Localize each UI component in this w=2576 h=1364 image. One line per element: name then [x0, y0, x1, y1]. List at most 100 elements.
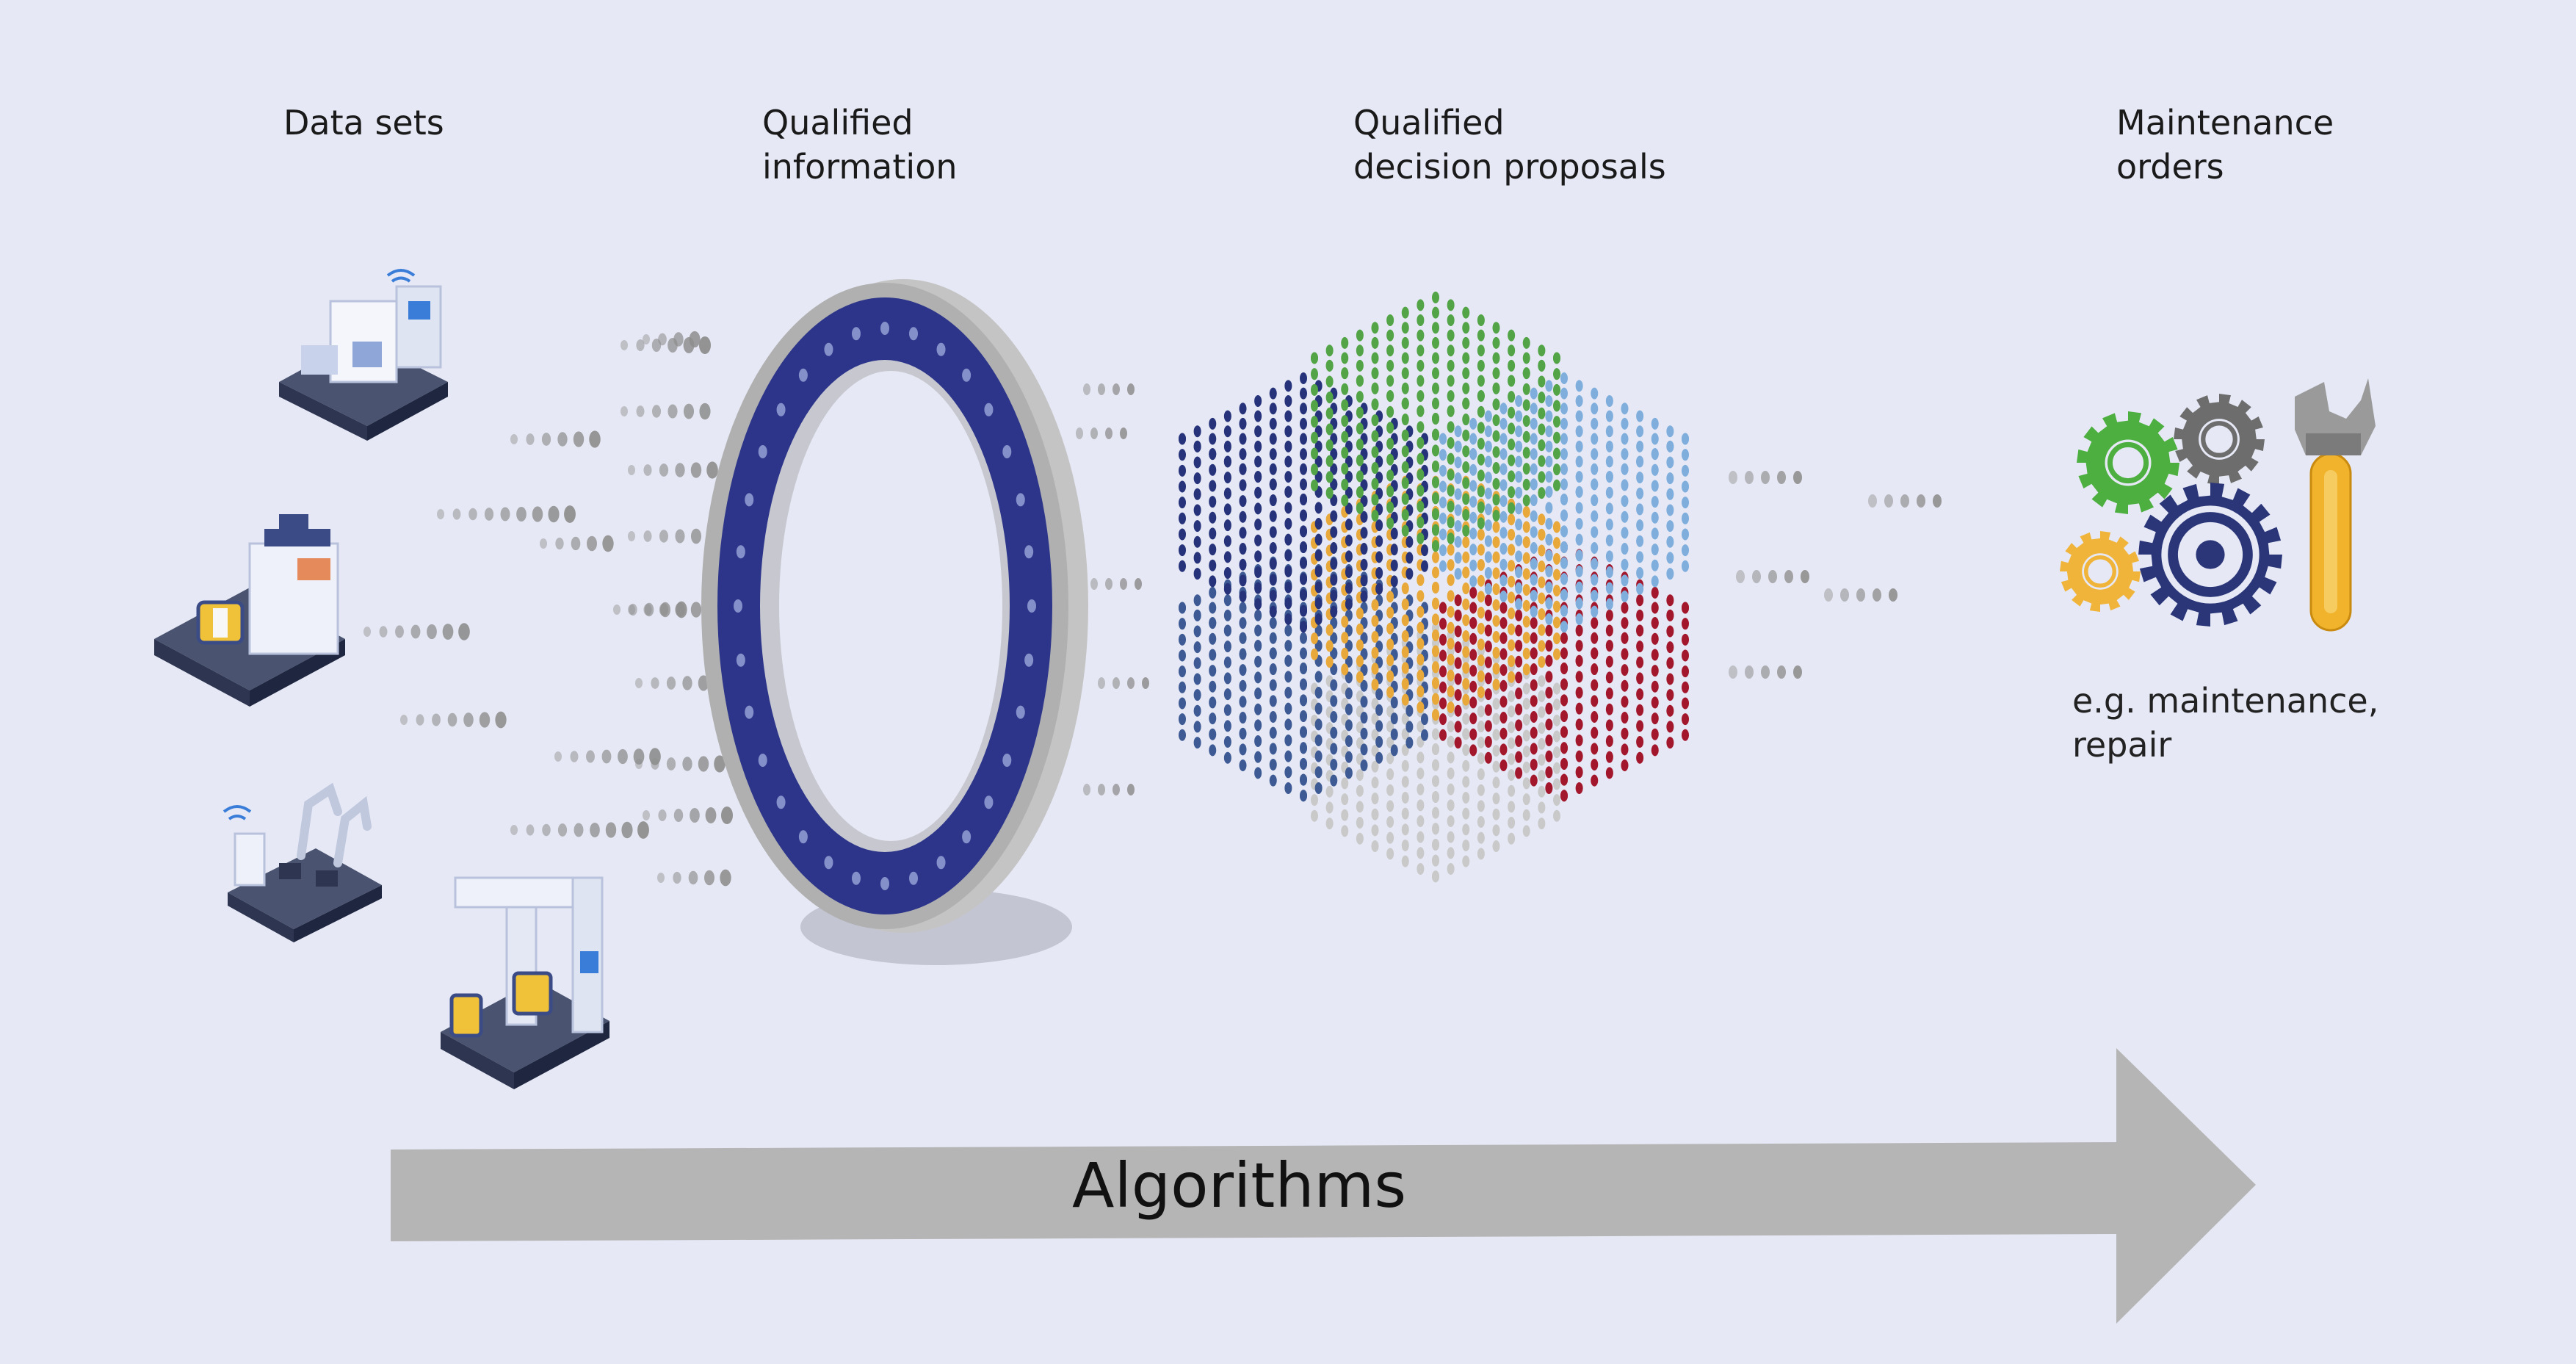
cube-dot	[1515, 703, 1523, 715]
cube-dot	[1386, 670, 1394, 682]
cube-dot	[1386, 405, 1394, 418]
cube-dot	[1651, 617, 1659, 629]
cube-dot	[1591, 605, 1599, 618]
cube-dot	[1469, 728, 1477, 740]
cube-dot	[1484, 624, 1492, 637]
cube-dot	[1636, 519, 1644, 532]
cube-dot	[1417, 669, 1425, 682]
cube-dot	[1560, 742, 1568, 754]
cube-dot	[1522, 777, 1530, 790]
cube-dot	[1209, 511, 1217, 524]
cube-dot	[1209, 417, 1217, 430]
data-dot	[452, 508, 461, 520]
cube-dot	[1522, 383, 1530, 395]
cube-dot	[1591, 433, 1599, 445]
cube-dot	[1311, 794, 1318, 807]
cube-dot	[1386, 848, 1394, 860]
cube-dot	[1269, 774, 1277, 787]
cube-dot	[1432, 306, 1439, 319]
cube-dot	[1560, 632, 1568, 644]
cube-dot	[1341, 647, 1349, 660]
cube-dot	[1651, 665, 1659, 677]
cube-dot	[1575, 782, 1583, 794]
cube-dot	[1651, 527, 1659, 540]
stage-label-data-sets: Data sets	[283, 101, 444, 145]
cube-dot	[1447, 574, 1455, 586]
data-dot	[690, 528, 702, 544]
cube-dot	[1545, 750, 1553, 762]
cube-dot	[1179, 665, 1186, 678]
cube-dot	[1522, 663, 1530, 676]
cube-dot	[1432, 676, 1439, 689]
cube-dot	[1254, 566, 1262, 578]
cube-dot	[1239, 495, 1247, 508]
cube-dot	[1345, 486, 1353, 499]
cube-dot	[1447, 421, 1455, 433]
cube-dot	[1417, 344, 1425, 357]
cube-dot	[1360, 510, 1368, 523]
cube-dot	[1356, 784, 1364, 797]
cube-dot	[1193, 657, 1201, 669]
data-dot	[571, 536, 581, 551]
cube-dot	[1356, 623, 1364, 635]
cube-dot	[1469, 602, 1477, 614]
cube-dot	[1284, 518, 1292, 530]
cube-dot	[1553, 400, 1560, 412]
cube-dot	[1605, 486, 1613, 499]
cube-dot	[1454, 535, 1462, 548]
cube-dot	[1492, 712, 1500, 725]
cube-dot	[1401, 598, 1409, 610]
cube-dot	[1560, 773, 1568, 786]
cube-dot	[1545, 380, 1553, 392]
output-data-stream	[1729, 471, 1942, 679]
cube-dot	[1447, 469, 1455, 481]
cube-dot	[1269, 433, 1277, 445]
cube-dot	[1284, 750, 1292, 762]
cube-dot	[1499, 664, 1508, 676]
cube-dot	[1462, 792, 1470, 804]
cube-dot	[1522, 616, 1530, 628]
cube-dot	[1209, 649, 1217, 661]
cube-dot	[1621, 495, 1629, 508]
cube-dot	[1447, 783, 1455, 795]
cube-dot	[1522, 415, 1530, 427]
cube-dot	[1575, 549, 1583, 562]
cube-dot	[1560, 448, 1568, 461]
cube-dot	[1666, 456, 1674, 469]
cube-dot	[1254, 410, 1262, 422]
cube-dot	[1360, 727, 1368, 740]
cube-dot	[1484, 551, 1492, 563]
cube-dot	[1591, 387, 1599, 400]
cube-dot	[1477, 752, 1485, 765]
cube-dot	[1462, 322, 1470, 334]
cube-dot	[1553, 368, 1560, 380]
data-dot	[1745, 471, 1754, 484]
cube-dot	[1477, 405, 1485, 418]
data-dot	[532, 506, 543, 522]
cube-dot	[1356, 832, 1364, 845]
cube-dot	[1254, 688, 1262, 700]
cube-dot	[1545, 613, 1553, 625]
cube-dot	[1314, 502, 1323, 514]
stage-label-maintenance-orders: Maintenance orders	[2116, 101, 2334, 189]
cube-dot	[1492, 382, 1500, 394]
cube-dot	[1560, 790, 1568, 802]
cube-dot	[1454, 594, 1462, 607]
cube-dot	[1209, 575, 1217, 588]
cube-dot	[1651, 586, 1659, 599]
cube-dot	[1508, 753, 1516, 765]
cube-dot	[1522, 478, 1530, 491]
cube-dot	[1545, 597, 1553, 610]
cube-dot	[1621, 433, 1629, 445]
cube-dot	[1209, 496, 1217, 508]
cube-dot	[1591, 417, 1599, 430]
cube-dot	[1439, 665, 1447, 678]
cube-dot	[1636, 582, 1644, 595]
cube-dot	[1477, 736, 1485, 748]
cube-dot	[1300, 573, 1307, 585]
cube-dot	[1371, 382, 1379, 394]
arrow-label: Algorithms	[1072, 1150, 1407, 1222]
cube-dot	[1417, 421, 1425, 433]
data-dot	[720, 869, 731, 887]
cube-dot	[1405, 737, 1414, 749]
